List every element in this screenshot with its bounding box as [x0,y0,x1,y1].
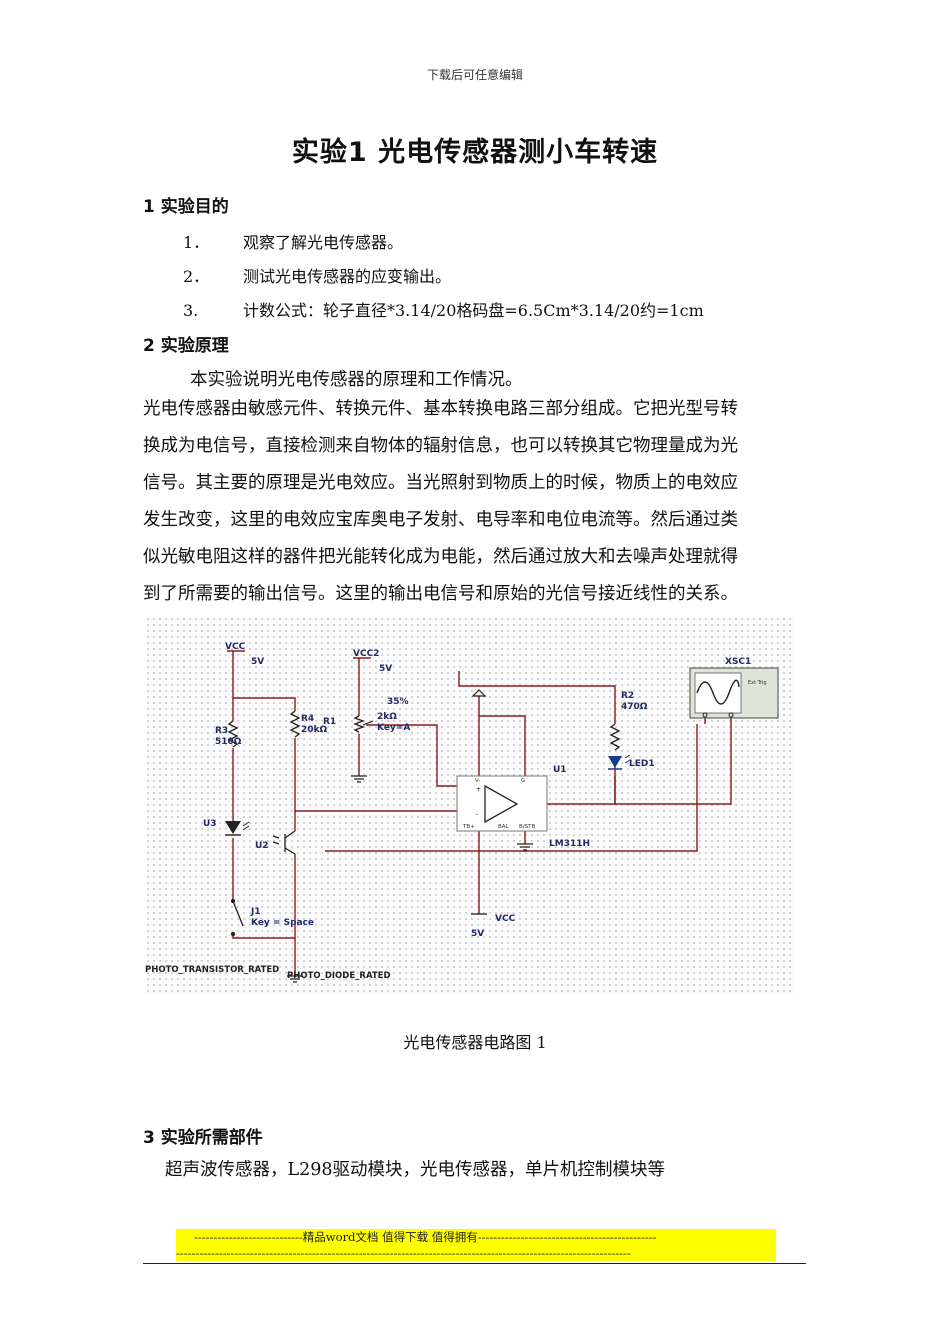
footer-banner: ----------------------------精品word文档 值得下… [176,1229,776,1261]
opamp-u1: + - TB+ BAL B/STB V- G [456,775,548,832]
led-icon [608,754,631,770]
footer-rule [143,1263,806,1264]
label-xsc1: XSC1 [725,657,751,667]
paragraph-line: 到了所需要的输出信号。这里的输出电信号和原始的光信号接近线性的关系。 [143,584,738,604]
paragraph-line: 信号。其主要的原理是光电效应。当光照射到物质上的时候，物质上的电效应 [143,473,738,493]
label-r2: R2 [621,691,634,701]
label-pot-value: 2kΩ [377,712,397,722]
label-u1: U1 [553,765,567,775]
paragraph-line: 光电传感器由敏感元件、转换元件、基本转换电路三部分组成。它把光型号转 [143,399,738,419]
svg-text:B/STB: B/STB [519,824,535,830]
list-item-text: 观察了解光电传感器。 [243,233,404,252]
label-vcc-bottom-voltage: 5V [471,929,484,939]
label-pot-percent: 35% [387,697,409,707]
power-arrow-icon [471,689,487,697]
label-vcc2-voltage: 5V [379,664,392,674]
ground-icon [287,775,533,983]
label-pot-key: Key=A [377,723,410,733]
paragraph-line: 似光敏电阻这样的器件把光能转化成为电能，然后通过放大和去噪声处理就得 [143,547,738,567]
label-vcc: VCC [225,642,246,652]
label-r4-value: 20kΩ [301,725,328,735]
list-item-text: 测试光电传感器的应变输出。 [243,267,452,286]
label-vcc-bottom: VCC [495,914,516,924]
figure-caption: 光电传感器电路图 1 [403,1033,547,1052]
photo-transistor-icon [272,830,296,855]
section-heading-parts: 3 实验所需部件 [143,1128,263,1148]
label-u1-part: LM311H [549,839,590,849]
list-item-number: 2． [183,267,210,286]
label-r1: R1 [323,717,336,727]
list-item: 1． 观察了解光电传感器。 [183,229,403,253]
paragraph-line: 换成为电信号，直接检测来自物体的辐射信息，也可以转换其它物理量成为光 [143,436,738,456]
label-j1: J1 [250,907,261,917]
label-u2: U2 [255,841,269,851]
header-note: 下载后可任意编辑 [426,68,523,82]
resistor-r2 [609,723,621,751]
label-r4: R4 [301,714,314,724]
label-photo-transistor: PHOTO_TRANSISTOR_RATED [145,965,279,975]
footer-highlight [176,1229,776,1261]
svg-text:Ext Trig: Ext Trig [748,680,767,686]
section-heading-objectives: 1 实验目的 [143,197,229,217]
footer-banner-line: ----------------------------精品word文档 值得下… [194,1230,657,1244]
potentiometer-wiper-icon [362,720,374,726]
potentiometer-r1 [353,715,365,733]
paragraph-line: 发生改变，这里的电效应宝库奥电子发射、电导率和电位电流等。然后通过类 [143,510,738,530]
label-led1: LED1 [629,759,655,769]
oscilloscope-icon: Ext Trig [689,667,779,719]
label-vcc-voltage: 5V [251,657,264,667]
switch-icon [230,898,244,937]
svg-text:-: - [476,811,478,818]
list-item-number: 3. [183,301,199,320]
section-heading-principle: 2 实验原理 [143,336,229,356]
label-r2-value: 470Ω [621,702,648,712]
footer-banner-line: ----------------------------------------… [176,1246,631,1260]
label-j1-key: Key = Space [251,918,314,928]
label-u3: U3 [203,819,217,829]
label-vcc2: VCC2 [353,649,379,659]
svg-text:TB+: TB+ [462,824,475,830]
list-item-number: 1． [183,233,210,252]
principle-intro: 本实验说明光电传感器的原理和工作情况。 [190,370,523,390]
label-photo-diode: PHOTO_DIODE_RATED [287,971,391,981]
parts-text: 超声波传感器，L298驱动模块，光电传感器，单片机控制模块等 [165,1160,666,1180]
svg-text:G: G [521,778,525,784]
list-item-text: 计数公式：轮子直径*3.14/20格码盘=6.5Cm*3.14/20约=1cm [243,301,704,320]
principle-paragraph: 光电传感器由敏感元件、转换元件、基本转换电路三部分组成。它把光型号转 换成为电信… [143,391,813,613]
svg-text:+: + [476,786,481,793]
label-r3: R3 [215,726,228,736]
resistor-r3 [227,720,239,748]
svg-text:BAL: BAL [498,824,510,830]
svg-text:V-: V- [475,778,480,784]
resistors [227,710,621,751]
photo-diode-icon [225,821,250,836]
list-item: 2． 测试光电传感器的应变输出。 [183,263,451,287]
list-item: 3. 计数公式：轮子直径*3.14/20格码盘=6.5Cm*3.14/20约=1c… [183,297,704,321]
resistor-r4 [289,710,301,738]
page-title: 实验1 光电传感器测小车转速 [291,137,659,168]
circuit-diagram: + - TB+ BAL B/STB V- G Ext Trig VCC 5V V… [145,616,795,994]
label-r3-value: 510Ω [215,737,242,747]
